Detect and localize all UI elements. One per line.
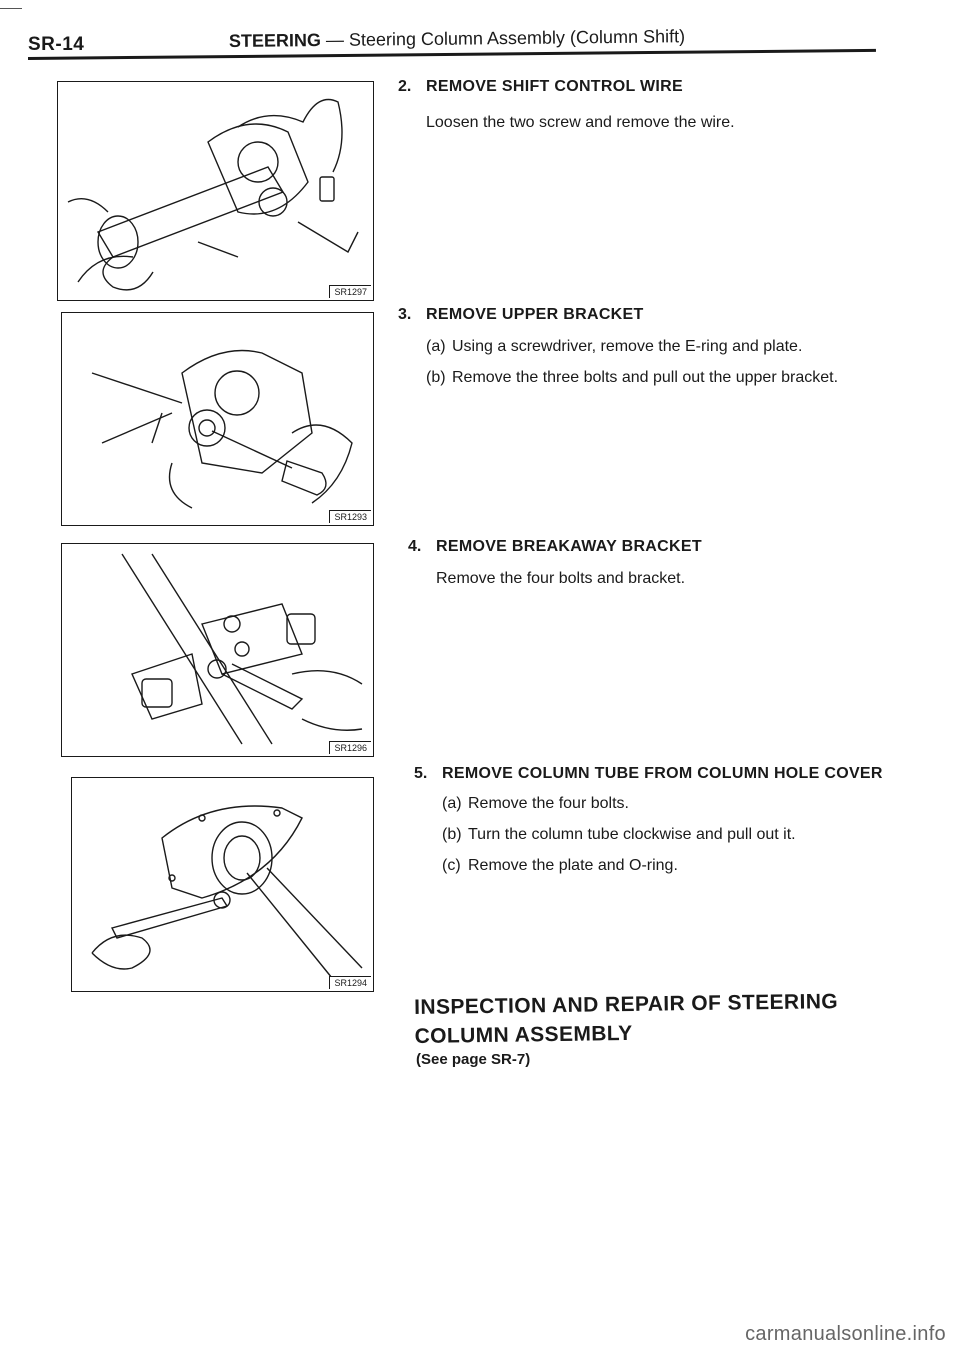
figure-upper-bracket: SR1293 — [61, 312, 374, 526]
inspection-title-line-2: COLUMN ASSEMBLY — [414, 1021, 633, 1048]
substep-text: Turn the column tube clockwise and pull … — [468, 826, 796, 843]
shift-wire-illustration — [67, 98, 359, 291]
header-rule — [27, 48, 876, 60]
step-remove-column-tube: 5. REMOVE COLUMN TUBE FROM COLUMN HOLE CO… — [414, 765, 944, 878]
substep: (b) Remove the three bolts and pull out … — [426, 365, 938, 390]
substep-label: (b) — [442, 826, 462, 843]
substep-text: Remove the four bolts. — [468, 795, 629, 812]
step-remove-upper-bracket: 3. REMOVE UPPER BRACKET (a) Using a screw… — [398, 306, 938, 390]
step-number: 4. — [408, 538, 422, 555]
inspection-title-line-1: INSPECTION AND REPAIR OF STEERING — [414, 990, 839, 1019]
substep-label: (c) — [442, 857, 461, 874]
section-subtitle: — Steering Column Assembly (Column Shift… — [325, 26, 686, 50]
substep-text: Using a screwdriver, remove the E-ring a… — [452, 338, 803, 355]
substep-text: Remove the plate and O-ring. — [468, 857, 678, 874]
see-page-reference: (See page SR-7) — [416, 1051, 531, 1068]
substep-label: (a) — [426, 338, 446, 355]
substep: (b) Turn the column tube clockwise and p… — [442, 822, 944, 847]
inspection-section-title: INSPECTION AND REPAIR OF STEERING COLUMN… — [414, 987, 839, 1051]
column-tube-illustration — [91, 805, 363, 979]
substep: (a) Remove the four bolts. — [442, 791, 944, 816]
step-remove-shift-control-wire: 2. REMOVE SHIFT CONTROL WIRE Loosen the t… — [398, 78, 918, 135]
step-text: Loosen the two screw and remove the wire… — [426, 114, 735, 131]
substep-label: (b) — [426, 369, 446, 386]
figure-shift-wire: SR1297 — [57, 81, 374, 301]
figure-code: SR1296 — [329, 741, 371, 754]
substep: (a) Using a screwdriver, remove the E-ri… — [426, 334, 938, 359]
step-heading: REMOVE COLUMN TUBE FROM COLUMN HOLE COVE… — [442, 765, 883, 782]
figure-column-tube: SR1294 — [71, 777, 374, 992]
step-number: 3. — [398, 306, 412, 323]
step-heading: REMOVE SHIFT CONTROL WIRE — [426, 78, 683, 95]
breakaway-bracket-illustration — [121, 553, 363, 745]
step-remove-breakaway-bracket: 4. REMOVE BREAKAWAY BRACKET Remove the fo… — [408, 538, 928, 591]
step-text: Remove the four bolts and bracket. — [436, 570, 686, 587]
step-number: 2. — [398, 78, 412, 95]
figure-breakaway-bracket: SR1296 — [61, 543, 374, 757]
figure-code: SR1294 — [329, 976, 371, 989]
substep: (c) Remove the plate and O-ring. — [442, 853, 944, 878]
page-header: STEERING — Steering Column Assembly (Col… — [229, 26, 685, 52]
upper-bracket-illustration — [91, 349, 353, 509]
figure-code: SR1297 — [329, 285, 371, 298]
substep-text: Remove the three bolts and pull out the … — [452, 369, 839, 386]
step-heading: REMOVE UPPER BRACKET — [426, 306, 644, 323]
watermark: carmanualsonline.info — [745, 1323, 946, 1345]
scan-mark — [0, 8, 22, 9]
page-number: SR-14 — [28, 34, 85, 55]
section-name: STEERING — [228, 30, 322, 52]
substep-label: (a) — [442, 795, 462, 812]
step-heading: REMOVE BREAKAWAY BRACKET — [436, 538, 702, 555]
figure-code: SR1293 — [329, 510, 371, 523]
step-number: 5. — [414, 765, 428, 782]
